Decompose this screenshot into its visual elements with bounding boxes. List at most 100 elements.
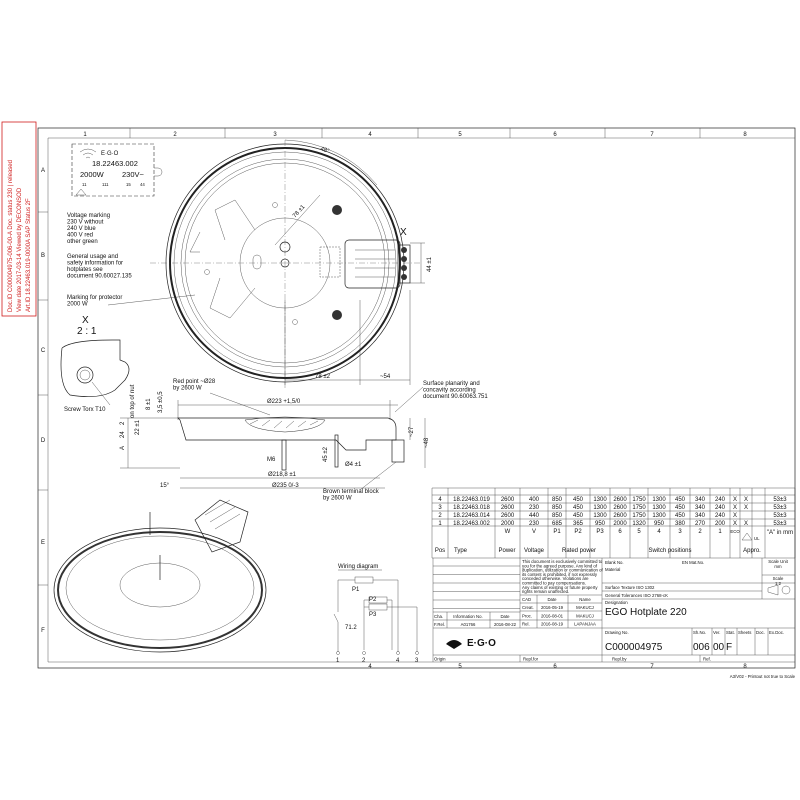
detail-x-view: X 2 : 1 Screw Torx T10: [60, 315, 130, 413]
dim-2: 2: [120, 421, 126, 425]
plate-code: 111: [102, 182, 109, 187]
scale-unit-label: Scale Unit: [768, 559, 788, 564]
table-cell-s5: 1750: [632, 497, 646, 503]
dim-78-bottom: 78 ±2: [315, 374, 331, 380]
plate-code: 15: [126, 182, 131, 187]
resistor-p2-label: P2: [369, 597, 377, 603]
general-usage-note: safety information for: [67, 261, 123, 267]
table-cell-p2: 365: [573, 521, 584, 527]
cad-cell: MAKUCJ: [576, 605, 594, 610]
table-unit-header: W: [505, 529, 511, 535]
table-cell-power: 2600: [501, 497, 515, 503]
stamp-line-1: Doc.ID C000004975-006-00-A Doc. status 2…: [8, 160, 14, 312]
table-cell-a: 53±3: [773, 521, 787, 527]
meta-value: 006: [693, 642, 710, 653]
grid-column-label: 3: [273, 132, 277, 138]
table-cell-type: 18.22463.018: [453, 505, 490, 511]
table-cell-s1: 240: [715, 513, 726, 519]
cad-header: Name: [579, 597, 591, 602]
table-cell-pos: 2: [438, 513, 442, 519]
ul-approval-icon: UL: [754, 536, 760, 541]
dim-angle-15: 15°: [160, 483, 170, 489]
table-cell-eco: X: [733, 521, 737, 527]
table-cell-s3: 450: [675, 513, 686, 519]
meta-header: Ex.Doc.: [769, 630, 784, 635]
protector-label: 71.2: [345, 625, 357, 631]
table-cell-s5: 1750: [632, 513, 646, 519]
table-cell-s1: 200: [715, 521, 726, 527]
table-unit-header: 2: [698, 529, 702, 535]
meta-header: Stat.: [726, 630, 735, 635]
general-usage-note: General usage and: [67, 254, 118, 260]
surface-planarity-note: Surface planarity and: [423, 381, 480, 387]
cad-cell: MAKUCJ: [576, 613, 594, 618]
surface-planarity-note: document 90.60063.751: [423, 394, 488, 400]
table-cell-s6: 2000: [613, 521, 627, 527]
table-cell-p3: 1300: [593, 513, 607, 519]
table-header: Voltage: [524, 548, 545, 554]
table-cell-voltage: 400: [529, 497, 540, 503]
table-cell-s2: 270: [695, 521, 706, 527]
meta-header: Sheets: [738, 630, 751, 635]
table-cell-p3: 1300: [593, 505, 607, 511]
table-cell-s4: 1300: [652, 497, 666, 503]
table-cell-voltage: 440: [529, 513, 540, 519]
wiring-diagram: Wiring diagram P1 P2 P3 71.2 1 2 4 3: [333, 564, 419, 664]
label-plate: E·G·O 18.22463.002 2000W 230V~ 11 111 15…: [71, 143, 163, 197]
footer-note: A3/V02 - Printout not true to Scale: [730, 674, 796, 679]
grid-column-label: 2: [173, 132, 177, 138]
grid-column-label-bottom: 6: [553, 664, 557, 670]
table-cell-eco: X: [733, 497, 737, 503]
table-cell-power: 2600: [501, 505, 515, 511]
table-cell-s1: 240: [715, 497, 726, 503]
meta-value: 00: [713, 642, 725, 653]
table-cell-p1: 685: [552, 521, 563, 527]
table-cell-appro1: X: [744, 497, 748, 503]
table-cell-a: 53±3: [773, 505, 787, 511]
material-label: Material: [605, 567, 620, 572]
plate-part-number: 18.22463.002: [92, 159, 138, 168]
terminal-2: 2: [362, 658, 366, 664]
resistor-p3-label: P3: [369, 612, 377, 618]
change-cell: F.Rel.: [434, 622, 445, 627]
repl-for-label: Repl.for: [523, 657, 539, 662]
plate-brand: E·G·O: [101, 151, 119, 157]
general-usage-note: hotplates see: [67, 267, 103, 273]
table-cell-s2: 340: [695, 513, 706, 519]
table-cell-voltage: 230: [529, 521, 540, 527]
table-cell-type: 18.22463.002: [453, 521, 490, 527]
table-cell-a: 53±3: [773, 513, 787, 519]
table-unit-header: ECO: [730, 529, 740, 534]
table-header: Power: [498, 548, 515, 554]
grid-column-label: 7: [650, 132, 654, 138]
table-unit-header: V: [532, 529, 536, 535]
table-cell-appro1: X: [744, 505, 748, 511]
table-cell-p2: 450: [573, 513, 584, 519]
ref-label: Ref.: [703, 657, 711, 662]
table-cell-s6: 2600: [613, 505, 627, 511]
table-unit-header: P1: [553, 529, 561, 535]
terminal-3: 3: [415, 658, 419, 664]
terminal-block: [344, 239, 411, 289]
ego-logo-icon: [446, 640, 462, 649]
table-cell-s2: 340: [695, 497, 706, 503]
blank-no-label: Blank No.: [605, 560, 624, 565]
table-header: Switch positions: [648, 548, 691, 554]
change-header: Information No.: [453, 614, 482, 619]
general-usage-note: document 90.60027.135: [67, 274, 132, 280]
change-header: Cha.: [434, 614, 443, 619]
grid-row-label: D: [41, 438, 46, 444]
drawing-no-label: Drawing No.: [605, 630, 629, 635]
plate-code: 44: [140, 182, 145, 187]
confidentiality-notice: committed to pay compensations.: [522, 581, 586, 586]
confidentiality-notice: conceded otherwise. Violations are: [522, 576, 589, 581]
change-header: Date: [500, 614, 510, 619]
table-cell-appro1: X: [744, 521, 748, 527]
table-cell-s4: 950: [654, 521, 665, 527]
table-cell-p1: 850: [552, 497, 563, 503]
dim-24: 24: [120, 431, 126, 438]
dim-m6: M6: [267, 457, 276, 463]
grid-column-label: 6: [553, 132, 557, 138]
